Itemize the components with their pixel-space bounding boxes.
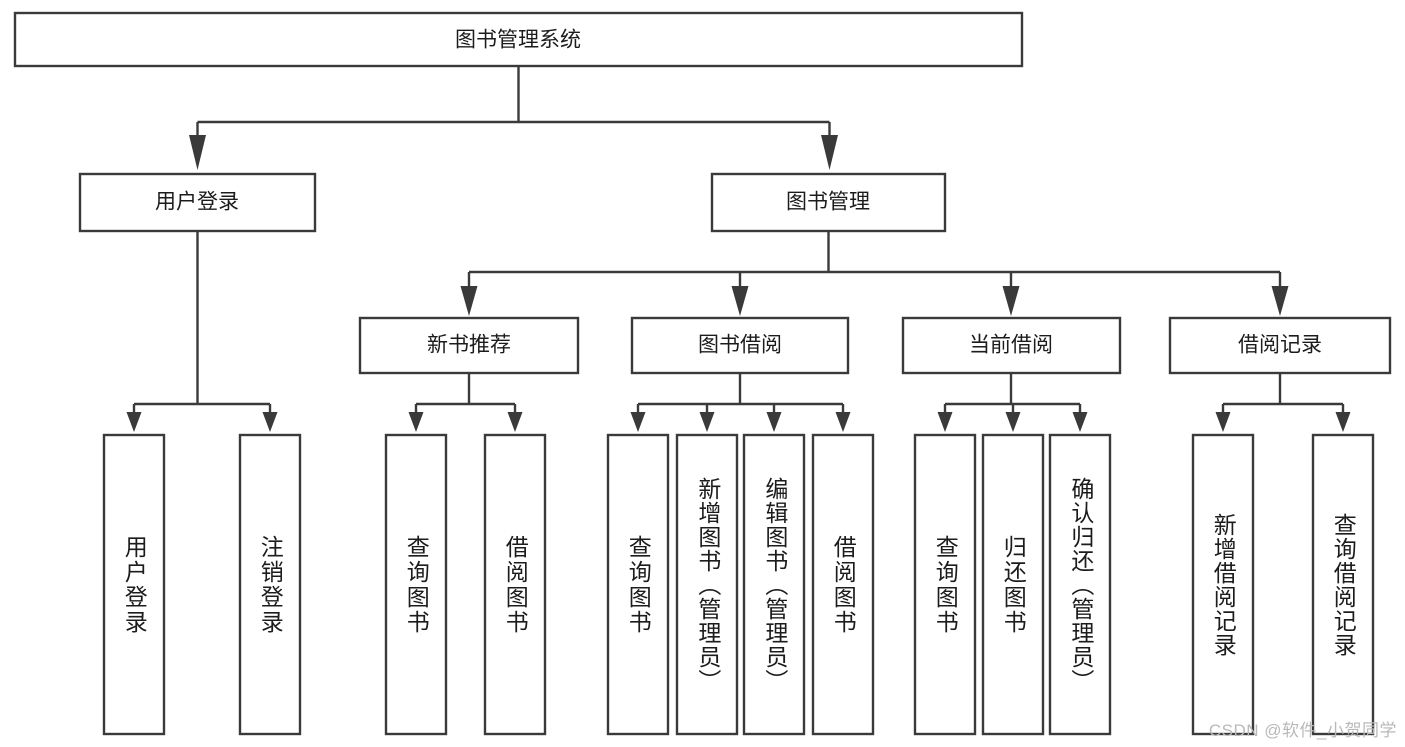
node-book-management[interactable]: 图书管理 (710, 172, 947, 233)
leaf-node-borrow-book-nbr-label: 借阅图书 (502, 534, 529, 635)
leaf-node-return-book-rect[interactable] (981, 433, 1045, 736)
node-current-borrow[interactable]: 当前借阅 (901, 316, 1122, 375)
leaf-node-add-borrow-record-label: 新增借阅记录 (1210, 512, 1237, 657)
node-book-management-label: 图书管理 (786, 191, 870, 214)
node-user-login-rect[interactable] (78, 172, 317, 233)
leaf-node-add-book-admin-rect[interactable] (675, 433, 739, 736)
arrowhead-leaf-borrow-book-2 (835, 412, 851, 432)
leaf-node-add-borrow-record[interactable]: 新增借阅记录 (1191, 433, 1255, 736)
arrowhead-leaf-query-record (1335, 412, 1351, 432)
arrowhead-leaf-user-login (126, 412, 142, 432)
arrowhead-leaf-confirm-return (1072, 412, 1088, 432)
node-root-label: 图书管理系统 (455, 29, 581, 52)
leaf-node-edit-book-admin[interactable]: 编辑图书（管理员） (742, 433, 806, 736)
leaf-node-add-book-admin[interactable]: 新增图书（管理员） (675, 433, 739, 736)
leaf-node-query-book-nbr-label: 查询图书 (403, 534, 430, 635)
node-root[interactable]: 图书管理系统 (13, 11, 1024, 68)
leaf-node-borrow-book-nbr[interactable]: 借阅图书 (483, 433, 547, 736)
arrowhead-book-manage (821, 135, 838, 170)
node-book-borrow-label: 图书借阅 (698, 334, 782, 357)
node-book-borrow[interactable]: 图书借阅 (630, 316, 850, 375)
arrowhead-current-borrow (1002, 286, 1020, 316)
connectors-borrowrecord-to-leaves (1215, 373, 1351, 432)
leaf-node-logout-login-rect[interactable] (238, 433, 302, 736)
leaf-node-query-book-cb-label: 查询图书 (932, 534, 959, 635)
leaf-node-add-borrow-record-rect[interactable] (1191, 433, 1255, 736)
arrowhead-leaf-query-book-1 (408, 412, 424, 432)
arrowhead-borrow-record (1271, 286, 1289, 316)
arrowhead-leaf-edit-book (766, 412, 782, 432)
connectors-currentborrow-to-leaves (937, 373, 1088, 432)
leaf-node-query-book-bb-rect[interactable] (606, 433, 670, 736)
arrowhead-new-book-rec (460, 286, 478, 316)
arrowhead-leaf-add-book (699, 412, 715, 432)
node-root-rect[interactable] (13, 11, 1024, 68)
leaf-node-return-book[interactable]: 归还图书 (981, 433, 1045, 736)
leaf-node-borrow-book-bb-label: 借阅图书 (830, 534, 857, 635)
node-new-book-recommend-rect[interactable] (358, 316, 580, 375)
connectors-userlogin-to-leaves (126, 231, 278, 432)
connectors-bookmanage-to-level2 (460, 231, 1289, 316)
connectors-newbookrec-to-leaves (408, 373, 523, 432)
leaf-node-user-login[interactable]: 用户登录 (102, 433, 166, 736)
leaf-node-return-book-label: 归还图书 (1000, 534, 1027, 635)
node-borrow-record[interactable]: 借阅记录 (1168, 316, 1392, 375)
arrowhead-leaf-return-book (1005, 412, 1021, 432)
node-user-login-label: 用户登录 (155, 191, 239, 214)
node-current-borrow-label: 当前借阅 (969, 334, 1053, 357)
leaf-node-logout-login-label: 注销登录 (257, 534, 284, 635)
arrowhead-leaf-add-record (1215, 412, 1231, 432)
leaf-node-query-book-bb-label: 查询图书 (625, 534, 652, 635)
leaf-node-query-book-nbr[interactable]: 查询图书 (384, 433, 448, 736)
leaf-node-query-borrow-record-label: 查询借阅记录 (1330, 512, 1357, 657)
leaf-node-borrow-book-nbr-rect[interactable] (483, 433, 547, 736)
node-current-borrow-rect[interactable] (901, 316, 1122, 375)
leaf-node-user-login-rect[interactable] (102, 433, 166, 736)
arrowhead-user-login (189, 135, 206, 170)
arrowhead-leaf-query-book-3 (937, 412, 953, 432)
leaf-node-query-book-cb[interactable]: 查询图书 (913, 433, 977, 736)
node-book-borrow-rect[interactable] (630, 316, 850, 375)
arrowhead-book-borrow (731, 286, 749, 316)
node-borrow-record-rect[interactable] (1168, 316, 1392, 375)
arrowhead-leaf-borrow-book-1 (507, 412, 523, 432)
node-new-book-recommend-label: 新书推荐 (427, 334, 511, 357)
leaf-node-borrow-book-bb-rect[interactable] (811, 433, 875, 736)
leaf-node-confirm-return-admin-rect[interactable] (1048, 433, 1112, 736)
csdn-watermark: CSDN @软件_小贺同学 (1208, 721, 1397, 740)
leaf-node-query-book-bb[interactable]: 查询图书 (606, 433, 670, 736)
node-new-book-recommend[interactable]: 新书推荐 (358, 316, 580, 375)
node-borrow-record-label: 借阅记录 (1238, 334, 1322, 357)
leaf-node-confirm-return-admin[interactable]: 确认归还（管理员） (1048, 433, 1112, 736)
leaf-node-edit-book-admin-rect[interactable] (742, 433, 806, 736)
leaf-node-edit-book-admin-label: 编辑图书（管理员） (761, 476, 788, 693)
leaf-node-query-borrow-record[interactable]: 查询借阅记录 (1311, 433, 1375, 736)
leaf-node-logout-login[interactable]: 注销登录 (238, 433, 302, 736)
arrowhead-leaf-logout-login (262, 412, 278, 432)
leaf-node-query-book-cb-rect[interactable] (913, 433, 977, 736)
leaf-node-confirm-return-admin-label: 确认归还（管理员） (1067, 476, 1094, 693)
leaf-node-user-login-label: 用户登录 (121, 534, 148, 635)
connectors-root-to-level1 (189, 66, 838, 170)
leaf-node-query-borrow-record-rect[interactable] (1311, 433, 1375, 736)
leaf-node-add-book-admin-label: 新增图书（管理员） (694, 476, 721, 693)
connectors-bookborrow-to-leaves (630, 373, 851, 432)
node-user-login[interactable]: 用户登录 (78, 172, 317, 233)
leaf-node-borrow-book-bb[interactable]: 借阅图书 (811, 433, 875, 736)
node-book-management-rect[interactable] (710, 172, 947, 233)
leaf-node-query-book-nbr-rect[interactable] (384, 433, 448, 736)
arrowhead-leaf-query-book-2 (630, 412, 646, 432)
